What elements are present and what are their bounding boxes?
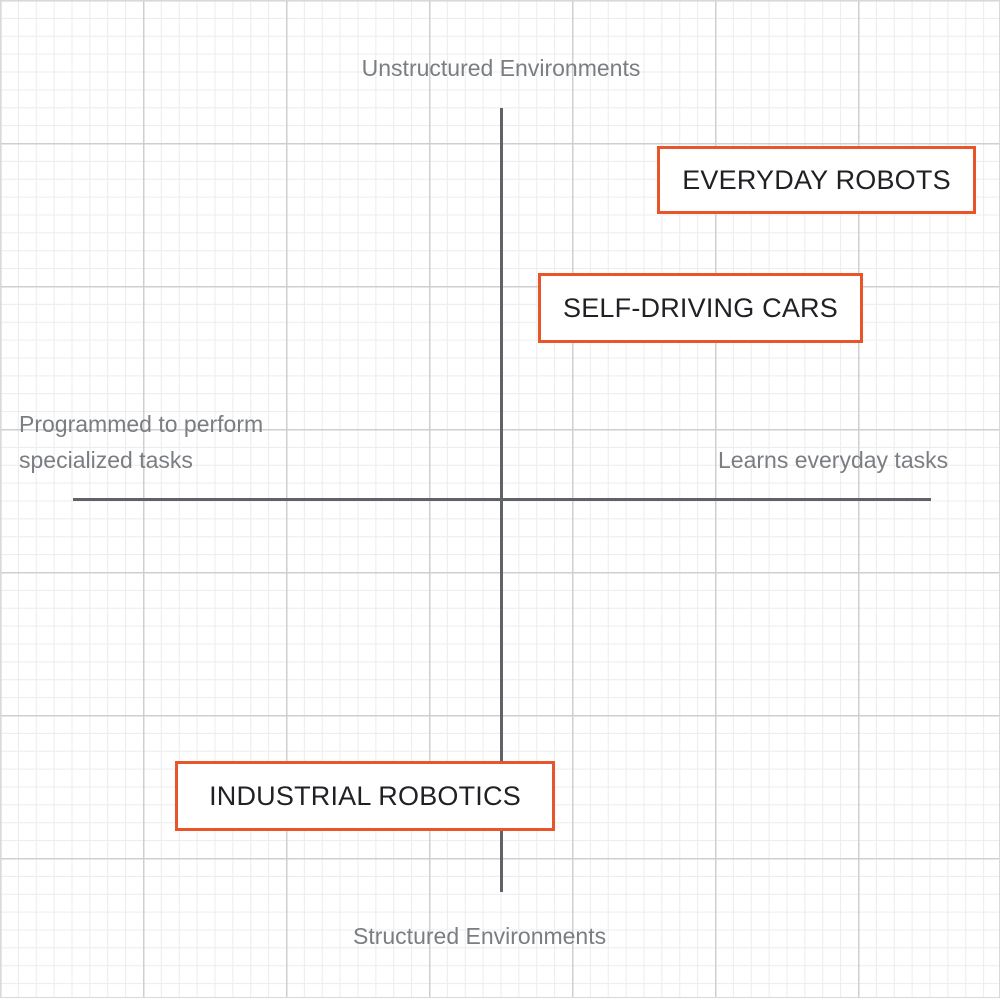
everyday-robots-box: EVERYDAY ROBOTS: [657, 146, 976, 214]
bottom-axis-label: Structured Environments: [353, 923, 607, 949]
horizontal-axis: [73, 498, 931, 501]
self-driving-cars-box: SELF-DRIVING CARS: [538, 273, 863, 343]
left-axis-label: Programmed to perform specialized tasks: [19, 411, 264, 473]
right-axis-label: Learns everyday tasks: [718, 447, 949, 473]
top-axis-label: Unstructured Environments: [361, 55, 641, 81]
industrial-robotics-box: INDUSTRIAL ROBOTICS: [175, 761, 555, 831]
